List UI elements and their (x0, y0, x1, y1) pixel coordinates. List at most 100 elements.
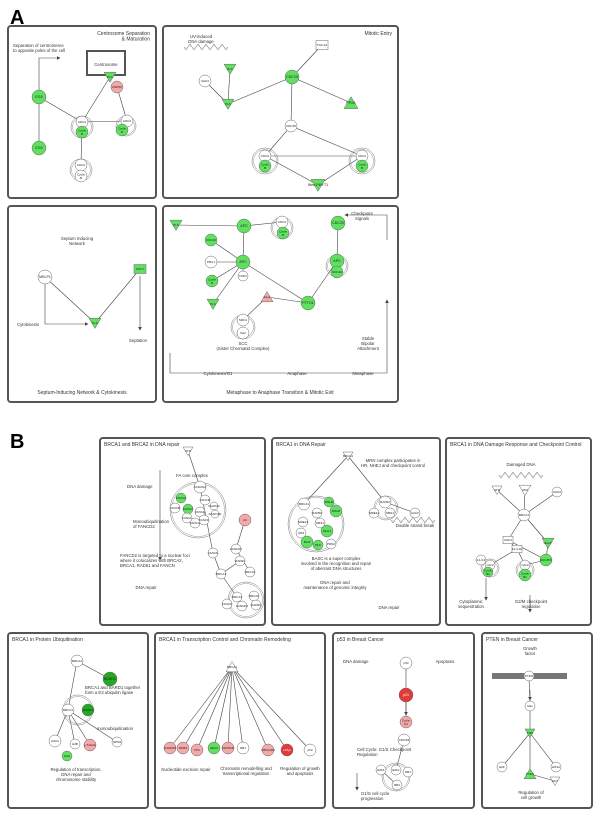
edge-19 (175, 224, 245, 228)
svg-text:FANCD2: FANCD2 (194, 485, 206, 489)
svg-text:BRCA1: BRCA1 (63, 708, 73, 712)
svg-text:FANCB: FANCB (170, 506, 180, 510)
node-atm-b2: ATM (295, 527, 307, 539)
node-brca1-b4: BRCA1 (70, 654, 84, 668)
svg-text:SWI/SNF: SWI/SNF (222, 746, 235, 750)
label-septation: Septation (129, 338, 148, 343)
node-ddb2: DDB2 (176, 741, 190, 755)
edge-54 (66, 660, 78, 711)
svg-text:RB1: RB1 (240, 746, 246, 750)
node-brca1-b5: BRCA1 (225, 661, 239, 673)
node-bard1: BARD1 (102, 671, 118, 687)
node-cdc2-b3b: Cdc2 (519, 559, 531, 571)
panel-b1-title: BRCA1 and BRCA2 in DNA repair (104, 442, 180, 448)
node-fanca: FANCA (175, 492, 187, 504)
svg-text:CDC2: CDC2 (77, 163, 85, 167)
svg-text:Cdc2: Cdc2 (486, 563, 493, 567)
node-fance: FANCE (194, 506, 206, 518)
svg-text:DDB2: DDB2 (179, 746, 187, 750)
node-chk1: CHK1 (502, 536, 514, 544)
node-cdk46: CDK4/6 (397, 733, 411, 747)
label-anaphase: Anaphase (287, 371, 307, 376)
dna-damage-shape-0 (183, 43, 229, 51)
svg-text:EG5: EG5 (35, 95, 42, 99)
svg-text:FANCE: FANCE (195, 510, 205, 514)
edge-44 (523, 491, 558, 516)
svg-text:RAD51: RAD51 (235, 559, 245, 563)
edge-65 (231, 666, 269, 751)
node-eg5-b: EG5 (31, 140, 47, 156)
edge-4 (81, 119, 128, 123)
panel-b5-frame (154, 632, 326, 809)
svg-text:PI3K: PI3K (527, 731, 534, 735)
node-hdac: HDAC (207, 741, 221, 755)
svg-text:Wee1*MYT1: Wee1*MYT1 (308, 183, 328, 187)
node-eg5-a: EG5 (31, 89, 47, 105)
svg-text:FANCD2: FANCD2 (230, 547, 242, 551)
svg-text:FANCC: FANCC (183, 507, 194, 511)
node-fancn-c: FANCN (221, 598, 233, 610)
svg-text:HIF1α: HIF1α (552, 765, 561, 769)
edge-61 (196, 666, 233, 751)
svg-text:ATM: ATM (298, 531, 305, 535)
svg-text:SLK: SLK (227, 67, 233, 71)
svg-text:RAD51: RAD51 (251, 603, 261, 607)
svg-text:ATR: ATR (185, 449, 192, 453)
svg-text:PRC1: PRC1 (207, 260, 215, 264)
node-pi3k: PI3K (524, 728, 536, 738)
dna-damage-shape-2 (498, 471, 544, 479)
node-fancm: FANCM (199, 494, 211, 506)
label-damaged-dna: Damaged DNA (507, 462, 536, 467)
svg-text:RB1: RB1 (405, 770, 411, 774)
edge-28 (307, 260, 338, 304)
svg-text:BRCA1: BRCA1 (343, 454, 353, 458)
svg-text:ATR: ATR (494, 488, 501, 492)
node-h2ax: H2AX (409, 507, 421, 519)
svg-text:CDC20: CDC20 (206, 238, 216, 242)
node-rb1-b6: RB1 (402, 766, 414, 778)
node-ss33: 14-3-3σ (512, 545, 522, 553)
panel-a2-frame (162, 25, 399, 199)
node-cdc2-a2b: CDC2 (355, 149, 369, 163)
edge-75 (529, 732, 557, 768)
node-faap24: FAAP24 (208, 501, 220, 511)
node-mre11: MRE11 (297, 516, 309, 528)
node-rad51-b1: RAD51 (234, 555, 246, 567)
svg-text:BARD1: BARD1 (104, 677, 116, 681)
svg-text:H2A: H2A (64, 754, 70, 758)
node-h2a: H2A (61, 750, 73, 762)
svg-text:CHK1: CHK1 (504, 538, 512, 542)
node-fancf: FANCF (198, 514, 210, 526)
edge-39 (303, 455, 349, 505)
path-4 (44, 284, 89, 326)
node-fancd2: FANCD2 (193, 480, 207, 494)
edge-16 (317, 155, 363, 186)
edge-77 (529, 773, 556, 782)
node-cdc7: CDC7 (133, 264, 147, 274)
svg-text:BRCA2: BRCA2 (249, 594, 259, 598)
edge-74 (501, 732, 531, 768)
edge-32 (187, 450, 201, 488)
svg-text:SA2: SA2 (240, 331, 246, 335)
node-pten-b7: PTEN (523, 768, 537, 780)
figure-label-b: B (10, 431, 24, 453)
node-rfc: RFC (312, 539, 324, 551)
edge-60 (182, 666, 233, 749)
svg-text:PLK: PLK (210, 302, 216, 306)
node-apc-c: APC (329, 253, 345, 269)
svg-text:Cdc2: Cdc2 (521, 563, 528, 567)
svg-text:c-Myc: c-Myc (283, 748, 291, 752)
panel-a2-title: Mitotic Entry (364, 31, 392, 37)
